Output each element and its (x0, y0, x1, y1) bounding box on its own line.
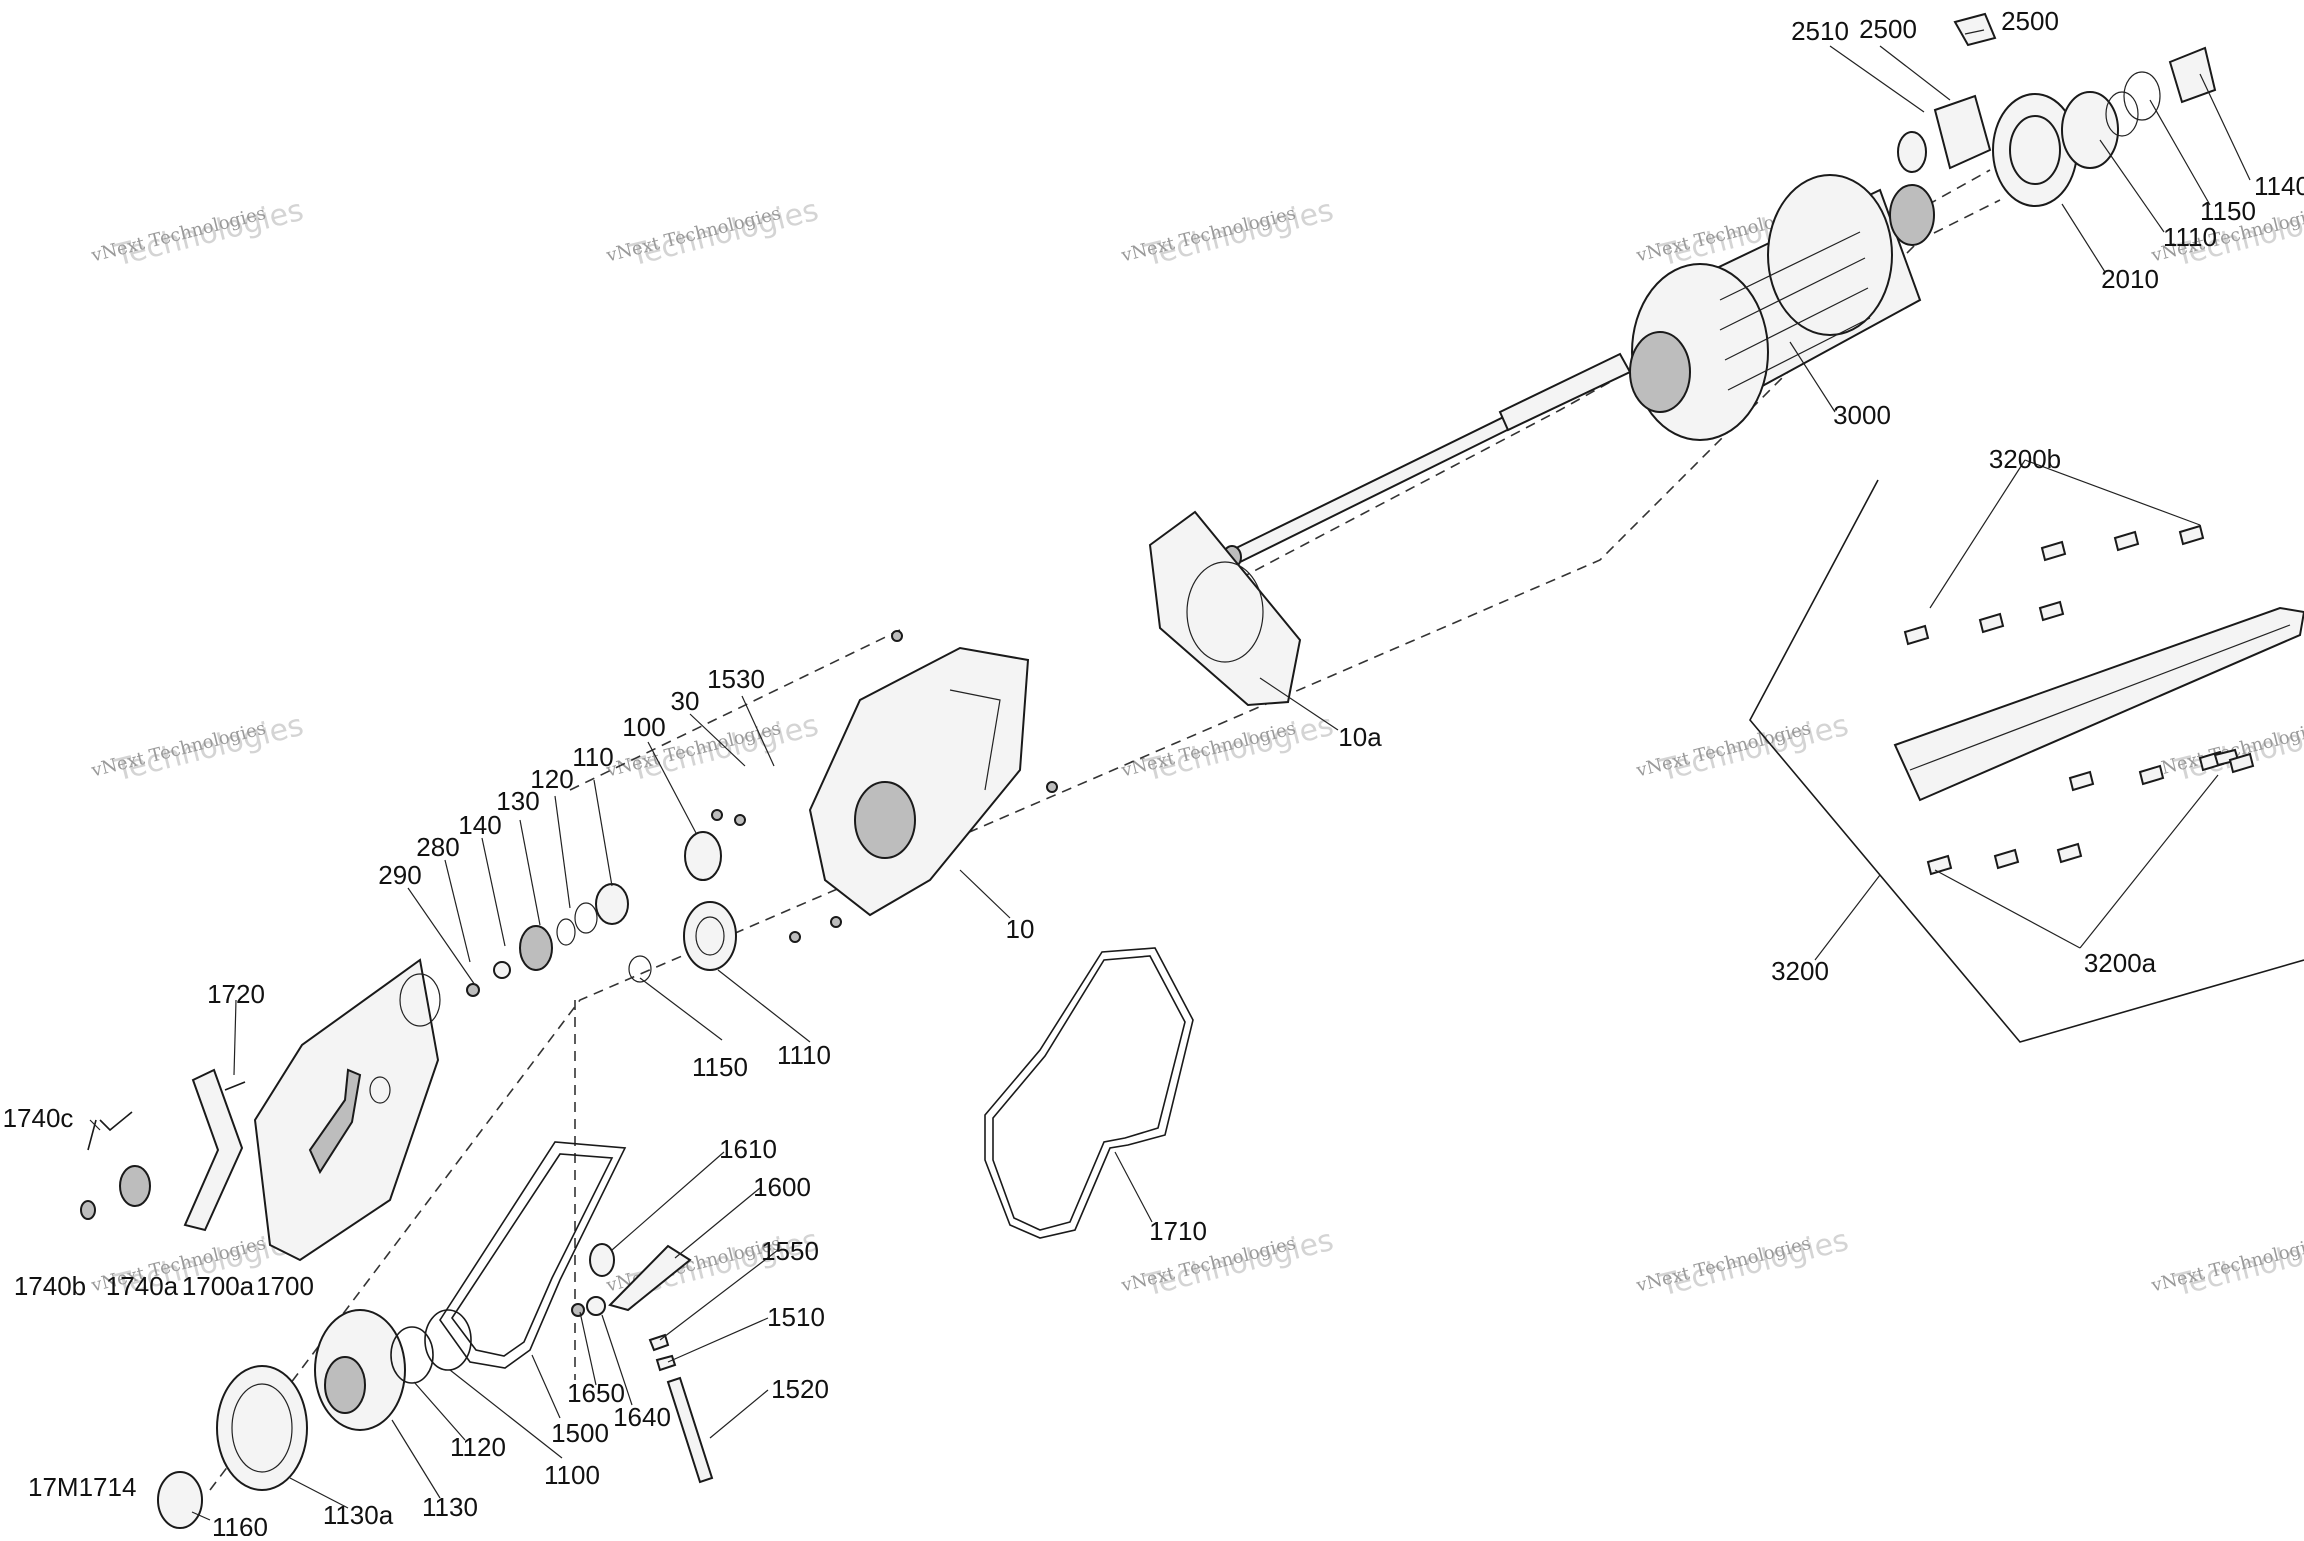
callout-label: 1110 (2163, 222, 2217, 252)
callout-label: 3000 (1833, 400, 1891, 430)
callout-label: 1650 (567, 1378, 625, 1408)
callout-label: 100 (622, 712, 665, 742)
callout-label: 110 (572, 742, 613, 772)
reference-code: 17M1714 (28, 1472, 136, 1502)
callout-label: 1520 (771, 1374, 829, 1404)
right-end-parts (1897, 12, 2217, 207)
chain-cover-1700 (253, 958, 441, 1262)
leader-lines (89, 29, 2251, 1521)
callout-label: 130 (496, 786, 539, 816)
chain-1500 (439, 1141, 627, 1369)
callout-label: 120 (530, 764, 573, 794)
tensioner-1600 (571, 1243, 714, 1484)
callout-label: 1130a (323, 1500, 394, 1530)
callout-label: 1740c (3, 1103, 74, 1133)
small-components (466, 809, 842, 997)
callout-label: 1740b (14, 1271, 86, 1301)
callout-label: 2510 (1791, 16, 1849, 46)
lower-gears (157, 1309, 472, 1529)
sprocket-assembly (1629, 174, 1935, 441)
callout-label: 1740a (106, 1271, 179, 1301)
gasket-1710 (984, 947, 1194, 1239)
callout-label: 1510 (767, 1302, 825, 1332)
drive-shaft (1222, 352, 1632, 569)
callout-label: 10 (1006, 914, 1035, 944)
callout-label: 3200 (1771, 956, 1829, 986)
callout-label: 1700 (256, 1271, 314, 1301)
callout-label: 290 (378, 860, 421, 890)
callout-label: 3200a (2084, 948, 2157, 978)
callout-label: 1140 (2254, 171, 2304, 201)
callout-label: 1640 (613, 1402, 671, 1432)
callout-label: 280 (416, 832, 459, 862)
callout-label: 1700a (182, 1271, 255, 1301)
callout-label: 1110 (777, 1040, 831, 1070)
bracket-1720 (183, 1068, 246, 1232)
callout-label: 3200b (1989, 444, 2061, 474)
callout-label: 1600 (753, 1172, 811, 1202)
callout-label: 10a (1338, 722, 1382, 752)
hose-1740 (80, 1111, 151, 1220)
housing-10 (808, 630, 1058, 917)
callout-labels: 2510 2500 2500 1140 1150 1110 2010 3000 … (3, 6, 2304, 1541)
callout-label: 1100 (544, 1460, 600, 1490)
callout-label: 1530 (707, 664, 765, 694)
callout-label: 2500 (2001, 6, 2059, 36)
callout-label: 1130 (422, 1492, 478, 1522)
callout-label: 1610 (719, 1134, 777, 1164)
callout-label: 1720 (207, 979, 265, 1009)
callout-label: 1550 (761, 1236, 819, 1266)
callout-label: 2010 (2101, 264, 2159, 294)
callout-label: 30 (671, 686, 700, 716)
callout-label: 1150 (692, 1052, 748, 1082)
track-clips-3200 (1749, 479, 2304, 1043)
callout-label: 1120 (450, 1432, 506, 1462)
callout-label: 1160 (212, 1512, 268, 1536)
callout-label: 1500 (551, 1418, 609, 1448)
callout-label: 2500 (1859, 14, 1917, 44)
clips (1903, 524, 2255, 876)
gasket-10a (1148, 510, 1302, 707)
callout-label: 1710 (1149, 1216, 1207, 1246)
callout-label: 1150 (2200, 196, 2256, 226)
callout-label: 140 (458, 810, 501, 840)
